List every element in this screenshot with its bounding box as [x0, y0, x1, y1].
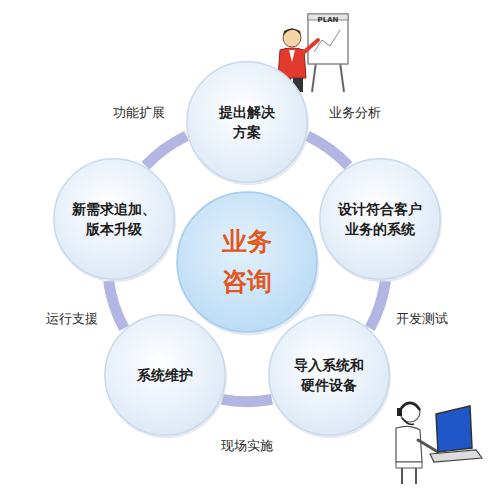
- step-text: 设计符合客户 业务的系统: [336, 199, 424, 240]
- step-circle: 系统维护: [103, 313, 227, 437]
- ring-arc: [307, 136, 348, 166]
- step-circle-shape: [52, 157, 176, 281]
- stage-label: 功能扩展: [110, 103, 168, 123]
- step-circle-shape: [267, 313, 391, 437]
- ring-arc: [146, 136, 187, 166]
- ring-arc: [109, 281, 125, 329]
- ring-arc: [370, 281, 386, 329]
- stage-label: 业务分析: [326, 103, 384, 123]
- step-text: 提出解决 方案: [203, 102, 291, 143]
- center-circle-shape: [175, 190, 319, 334]
- stage-label: 现场实施: [218, 436, 276, 456]
- step-text: 导入系统和 硬件设备: [285, 355, 373, 396]
- step-circle: 导入系统和 硬件设备: [267, 313, 391, 437]
- ring-arc: [222, 399, 272, 401]
- step-circle: 设计符合客户 业务的系统: [318, 157, 442, 281]
- step-text: 新需求追加、 版本升级: [70, 199, 158, 240]
- board-text: PLAN: [318, 16, 339, 24]
- step-circle-shape: [185, 60, 309, 184]
- center-title: 业务 咨询: [210, 222, 285, 302]
- step-text: 系统维护: [137, 365, 193, 385]
- step-circle: 提出解决 方案: [185, 60, 309, 184]
- stage-label: 运行支援: [43, 309, 101, 329]
- operator-figure: [396, 402, 482, 484]
- step-circle: 新需求追加、 版本升级: [52, 157, 176, 281]
- step-circle-shape: [318, 157, 442, 281]
- stage-label: 开发测试: [393, 309, 451, 329]
- center-circle: 业务 咨询: [175, 190, 319, 334]
